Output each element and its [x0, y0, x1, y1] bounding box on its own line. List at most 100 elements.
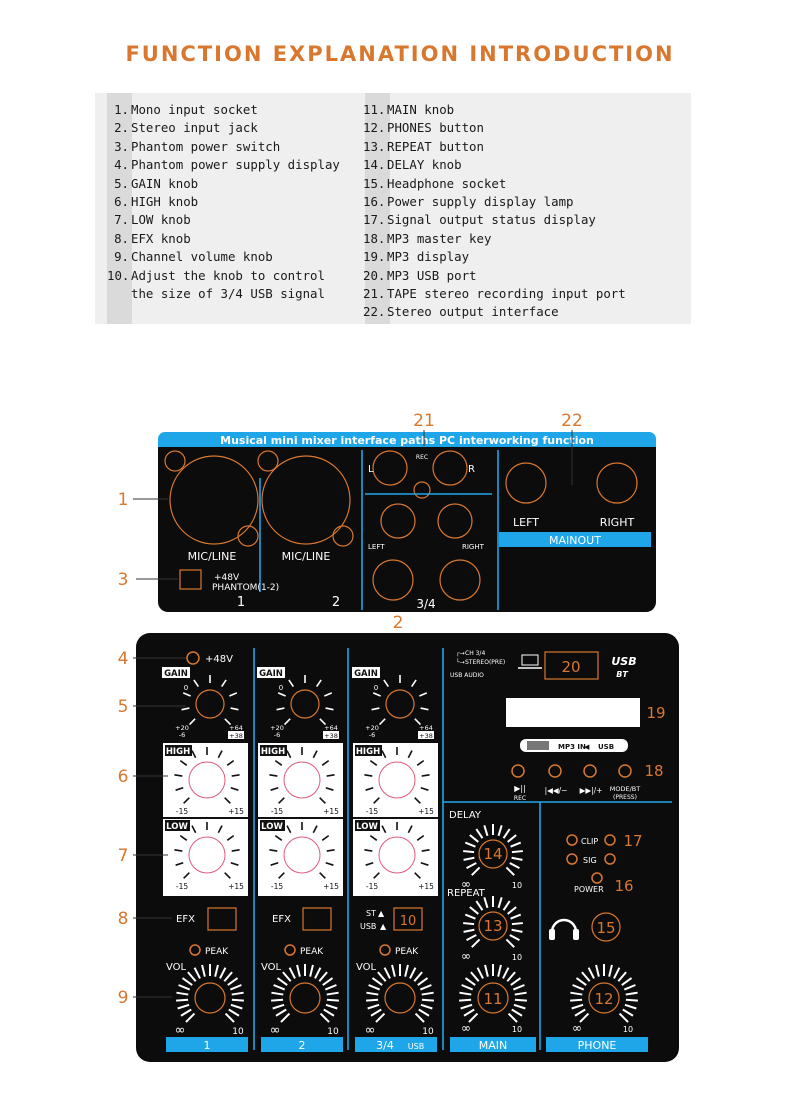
usb-logo: USB — [611, 655, 636, 668]
phone-knob-cap — [588, 982, 620, 1014]
phantom-power-switch[interactable] — [179, 569, 202, 590]
peak-label: PEAK — [300, 947, 324, 957]
phone-label: PHONE — [578, 1039, 617, 1052]
stereo-in-jack-c[interactable] — [372, 559, 414, 601]
knob-tick — [369, 759, 378, 766]
repeat-button[interactable]: ∞10 — [461, 896, 523, 963]
high-knob[interactable] — [364, 747, 430, 804]
list-item-text: Stereo input jack — [131, 120, 258, 136]
main-out-left-jack[interactable] — [505, 462, 547, 504]
usb-signal-knob[interactable] — [393, 907, 423, 931]
knob-tick — [312, 750, 318, 759]
knob-tick — [407, 825, 413, 834]
callout-11: 11 — [483, 990, 502, 1008]
knob-tick — [273, 984, 286, 991]
knob-tick — [575, 977, 587, 986]
efx-knob-2[interactable] — [302, 907, 332, 931]
stereo-in-jack-a[interactable] — [380, 503, 416, 539]
headphone-socket[interactable] — [591, 912, 621, 942]
list-item-text: TAPE stereo recording input port — [387, 285, 626, 301]
high-knob[interactable] — [174, 747, 240, 804]
knob-tick — [506, 971, 516, 982]
low-knob[interactable] — [174, 822, 240, 879]
knob-tick — [409, 967, 417, 979]
knob-tick — [416, 834, 425, 841]
mp3-usb-port[interactable] — [544, 651, 599, 680]
volume-knob[interactable] — [366, 964, 434, 1023]
phantom-label: PHANTOM(1-2) — [212, 583, 279, 593]
knob-tick — [570, 991, 583, 996]
next-button[interactable] — [583, 764, 597, 778]
knob-tick — [275, 1008, 287, 1017]
press-label: (PRESS) — [613, 794, 637, 801]
gain-max-label-2: +38 — [229, 732, 243, 740]
vol-ten-label: 10 — [327, 1027, 339, 1037]
knob-tick — [217, 825, 223, 834]
laptop-icon — [521, 654, 539, 666]
knob-tick — [625, 998, 638, 1002]
list-strip-right — [365, 93, 390, 324]
high-knob[interactable] — [269, 747, 335, 804]
main-knob[interactable]: ∞10 — [459, 964, 527, 1035]
knob-tick — [181, 977, 193, 986]
knob-tick — [179, 834, 188, 841]
knob-tick — [414, 718, 422, 726]
list-item-number: 18. — [363, 230, 386, 246]
usb-audio-section: ┌→ CH 3/4 └→ STEREO(PRE) USB AUDIO 20 US… — [450, 650, 666, 802]
main-out-right-jack[interactable] — [596, 462, 638, 504]
knob-tick — [231, 849, 240, 852]
list-item: 21.TAPE stereo recording input port — [363, 285, 626, 303]
tape-rec-left-jack[interactable] — [372, 450, 408, 486]
knob-tick — [613, 967, 621, 979]
knob-tick — [278, 872, 285, 879]
high-knob-cap — [188, 761, 226, 799]
play-rec-button[interactable] — [511, 764, 525, 778]
gain-knob[interactable] — [371, 675, 429, 726]
list-item-number: 7. — [114, 212, 129, 228]
knob-tick — [507, 834, 517, 843]
gain-label: GAIN — [259, 669, 283, 679]
gain-knob[interactable] — [276, 675, 334, 726]
list-item-text: Signal output status display — [387, 212, 596, 228]
low-knob[interactable] — [269, 822, 335, 879]
knob-tick — [373, 797, 380, 804]
low-knob[interactable] — [364, 822, 430, 879]
gain-max-label-2: +38 — [419, 732, 433, 740]
xlr-socket-1[interactable] — [169, 455, 259, 545]
knob-tick — [420, 1003, 433, 1010]
stereo-in-jack-b[interactable] — [437, 503, 473, 539]
mode-bt-button[interactable] — [618, 764, 632, 778]
knob-tick — [509, 934, 520, 942]
volume-knob-cap — [194, 982, 226, 1014]
gain-min-label-2: -6 — [369, 731, 375, 739]
stereo-left-label: LEFT — [368, 543, 385, 551]
vol-label: VOL — [261, 962, 282, 973]
high-label: HIGH — [261, 747, 285, 757]
knob-tick — [176, 998, 189, 1002]
channel-strip-1: GAIN0+20-6+64+38HIGH-15+15LOW-15+15PEAKV… — [162, 667, 248, 1038]
knob-tick — [319, 872, 326, 879]
knob-tick — [514, 998, 527, 1002]
efx-knob-1[interactable] — [207, 907, 237, 931]
volume-knob[interactable] — [176, 964, 244, 1023]
phones-knob[interactable]: ∞10 — [570, 964, 638, 1035]
back-callouts: 1 3 2 21 22 — [118, 411, 583, 633]
knob-tick — [419, 692, 428, 697]
gain-knob[interactable] — [181, 675, 239, 726]
gain-knob-cap — [195, 689, 225, 719]
knob-tick — [373, 872, 380, 879]
knob-tick — [570, 998, 583, 1002]
prev-button[interactable] — [548, 764, 562, 778]
knob-tick — [483, 897, 489, 909]
list-item-number: 17. — [363, 212, 386, 228]
xlr-socket-2[interactable] — [261, 455, 351, 545]
tape-rec-right-jack[interactable] — [432, 450, 468, 486]
list-item: 9.Channel volume knob — [107, 248, 340, 266]
stereo-in-jack-d[interactable] — [439, 559, 481, 601]
knob-tick — [324, 692, 333, 697]
knob-tick — [510, 913, 522, 920]
knob-tick — [224, 718, 232, 726]
volume-knob[interactable] — [271, 964, 339, 1023]
list-item-text: MP3 USB port — [387, 267, 477, 283]
delay-knob[interactable]: ∞10 — [461, 824, 523, 891]
